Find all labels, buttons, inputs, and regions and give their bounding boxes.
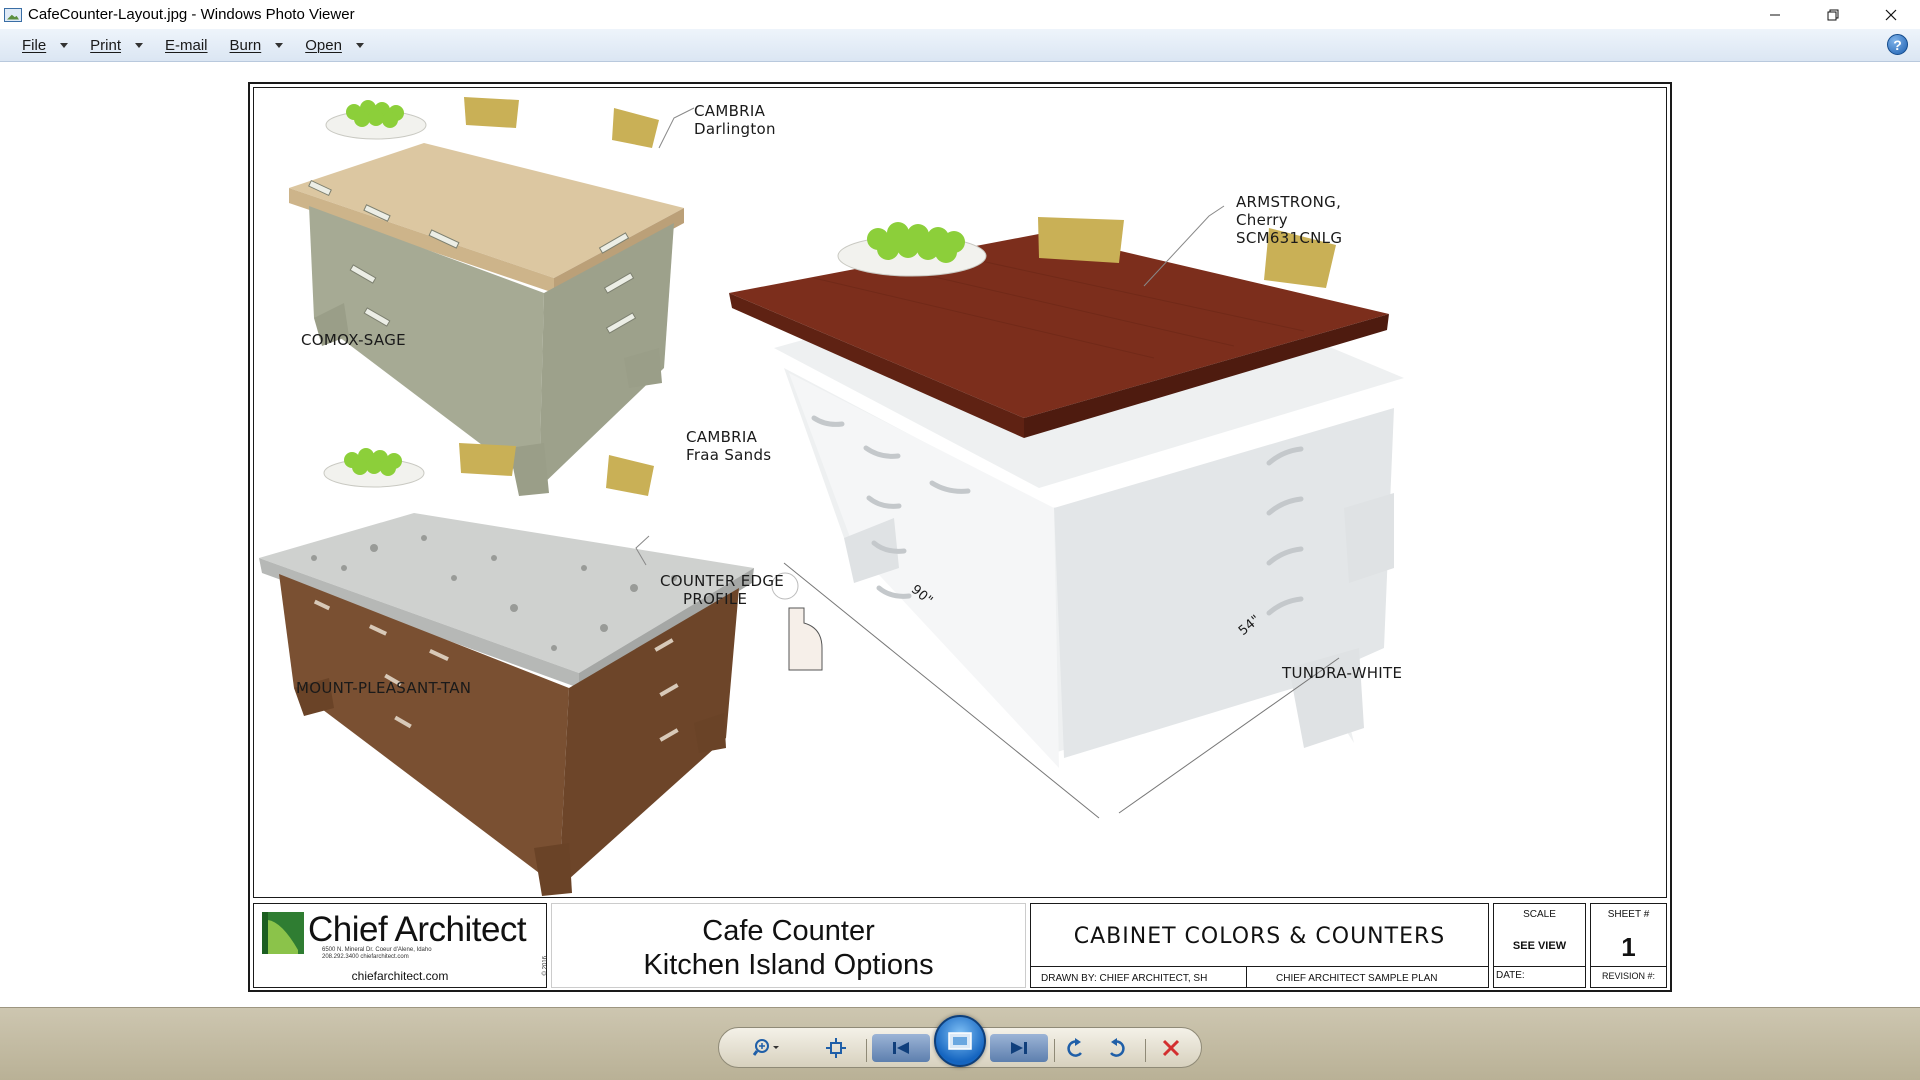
rotate-counterclockwise-icon [1067, 1038, 1082, 1057]
plan-name-text: CHIEF ARCHITECT SAMPLE PLAN [1276, 973, 1438, 984]
minimize-button[interactable] [1746, 0, 1804, 29]
drawing-sheet: CAMBRIA Darlington COMOX-SAGE CAMBRIA Fr… [248, 82, 1672, 992]
chevron-down-icon[interactable] [275, 42, 284, 48]
counter-edge-profile-drawing [771, 572, 823, 671]
project-title-line-1: Cafe Counter [702, 915, 875, 947]
delete-button[interactable] [1158, 1036, 1184, 1060]
close-button[interactable] [1862, 0, 1920, 29]
project-title: Cafe Counter Kitchen Island Options [552, 914, 1025, 982]
label-cambria: CAMBRIA [694, 102, 766, 120]
window-title: CafeCounter-Layout.jpg - Windows Photo V… [28, 6, 355, 23]
title-bar: CafeCounter-Layout.jpg - Windows Photo V… [0, 0, 1920, 29]
rotate-clockwise-icon [1110, 1038, 1125, 1057]
project-title-line-2: Kitchen Island Options [643, 949, 934, 981]
sheet-number: 1 [1621, 932, 1636, 962]
drawing-area: CAMBRIA Darlington COMOX-SAGE CAMBRIA Fr… [253, 87, 1667, 898]
revision-label: REVISION #: [1601, 971, 1655, 981]
company-address: 6500 N. Mineral Dr. Coeur d'Alene, Idaho… [322, 947, 482, 961]
actual-size-icon [826, 1038, 846, 1058]
label-darlington: Darlington [694, 120, 776, 138]
slideshow-button[interactable] [934, 1015, 986, 1067]
previous-icon [893, 1042, 909, 1054]
menu-bar: File Print E-mail Burn Open ? [0, 29, 1920, 62]
actual-size-button[interactable] [822, 1036, 850, 1060]
menu-burn[interactable]: Burn [230, 32, 284, 58]
label-scm631cnlg: SCM631CNLG [1236, 229, 1343, 247]
help-button[interactable]: ? [1887, 34, 1908, 55]
sheet-title: CABINET COLORS & COUNTERS [1073, 924, 1446, 949]
drawn-by-text: DRAWN BY: CHIEF ARCHITECT, SH [1041, 973, 1208, 984]
menu-email-label: E-mail [165, 36, 208, 54]
company-website: chiefarchitect.com [351, 969, 449, 983]
project-title-cell: Cafe Counter Kitchen Island Options [551, 903, 1026, 988]
label-counter-edge: COUNTER EDGE [660, 572, 785, 590]
label-tundra-white: TUNDRA-WHITE [1282, 664, 1403, 682]
scale-value: SEE VIEW [1512, 940, 1567, 952]
chevron-down-icon[interactable] [355, 42, 364, 48]
label-cherry: Cherry [1236, 211, 1288, 229]
chevron-down-icon[interactable] [135, 42, 144, 48]
restore-icon [1827, 9, 1839, 20]
island-white-rendering [729, 217, 1404, 768]
label-mount-pleasant-tan: MOUNT-PLEASANT-TAN [296, 679, 472, 697]
sheet-number-cell: SHEET # 1 REVISION #: [1590, 903, 1667, 988]
close-icon [1885, 9, 1897, 20]
next-button[interactable] [990, 1034, 1048, 1062]
menu-print-label: Print [90, 36, 122, 54]
company-logo-cell: Chief Architect 6500 N. Mineral Dr. Coeu… [253, 903, 548, 988]
label-cambria-2: CAMBRIA [686, 428, 758, 446]
chief-architect-logo-icon [262, 912, 304, 954]
label-profile: PROFILE [683, 590, 748, 608]
menu-file-label: File [22, 36, 47, 54]
menu-file[interactable]: File [22, 32, 69, 58]
next-icon [1011, 1042, 1027, 1054]
zoom-button[interactable] [748, 1036, 788, 1060]
island-sage-rendering [289, 97, 684, 496]
sheet-number-label: SHEET # [1607, 909, 1650, 920]
address-line-1: 6500 N. Mineral Dr. Coeur d'Alene, Idaho [322, 947, 432, 953]
rotate-clockwise-button[interactable] [1103, 1036, 1129, 1060]
help-icon: ? [1893, 36, 1902, 53]
restore-button[interactable] [1804, 0, 1862, 29]
menu-burn-label: Burn [229, 36, 262, 54]
dimension-lines [783, 562, 1340, 819]
date-label: DATE: [1496, 970, 1525, 981]
slideshow-icon [948, 1032, 972, 1050]
menu-print[interactable]: Print [90, 32, 144, 58]
island-renderings [259, 97, 1404, 896]
sheet-title-cell: CABINET COLORS & COUNTERS DRAWN BY: CHIE… [1030, 903, 1489, 988]
menu-email[interactable]: E-mail [165, 32, 208, 58]
label-armstrong: ARMSTRONG, [1236, 193, 1342, 211]
label-comox-sage: COMOX-SAGE [301, 331, 406, 349]
company-name: Chief Architect [308, 910, 527, 949]
island-tan-rendering [259, 443, 754, 896]
rotate-counterclockwise-button[interactable] [1063, 1036, 1089, 1060]
menu-open[interactable]: Open [305, 32, 364, 58]
scale-label: SCALE [1523, 909, 1556, 920]
previous-button[interactable] [872, 1034, 930, 1062]
leader-lines [635, 107, 1225, 566]
photo-viewer-app-icon [4, 7, 22, 23]
minimize-icon [1770, 14, 1780, 15]
chevron-down-icon[interactable] [60, 42, 69, 48]
scale-cell: SCALE SEE VIEW DATE: [1493, 903, 1586, 988]
title-block: Chief Architect 6500 N. Mineral Dr. Coeu… [253, 903, 1667, 988]
zoom-icon [753, 1039, 779, 1056]
menu-open-label: Open [305, 36, 342, 54]
delete-icon [1162, 1039, 1180, 1057]
address-line-2: 208.292.3400 chiefarchitect.com [322, 954, 409, 960]
label-fraa-sands: Fraa Sands [686, 446, 772, 464]
